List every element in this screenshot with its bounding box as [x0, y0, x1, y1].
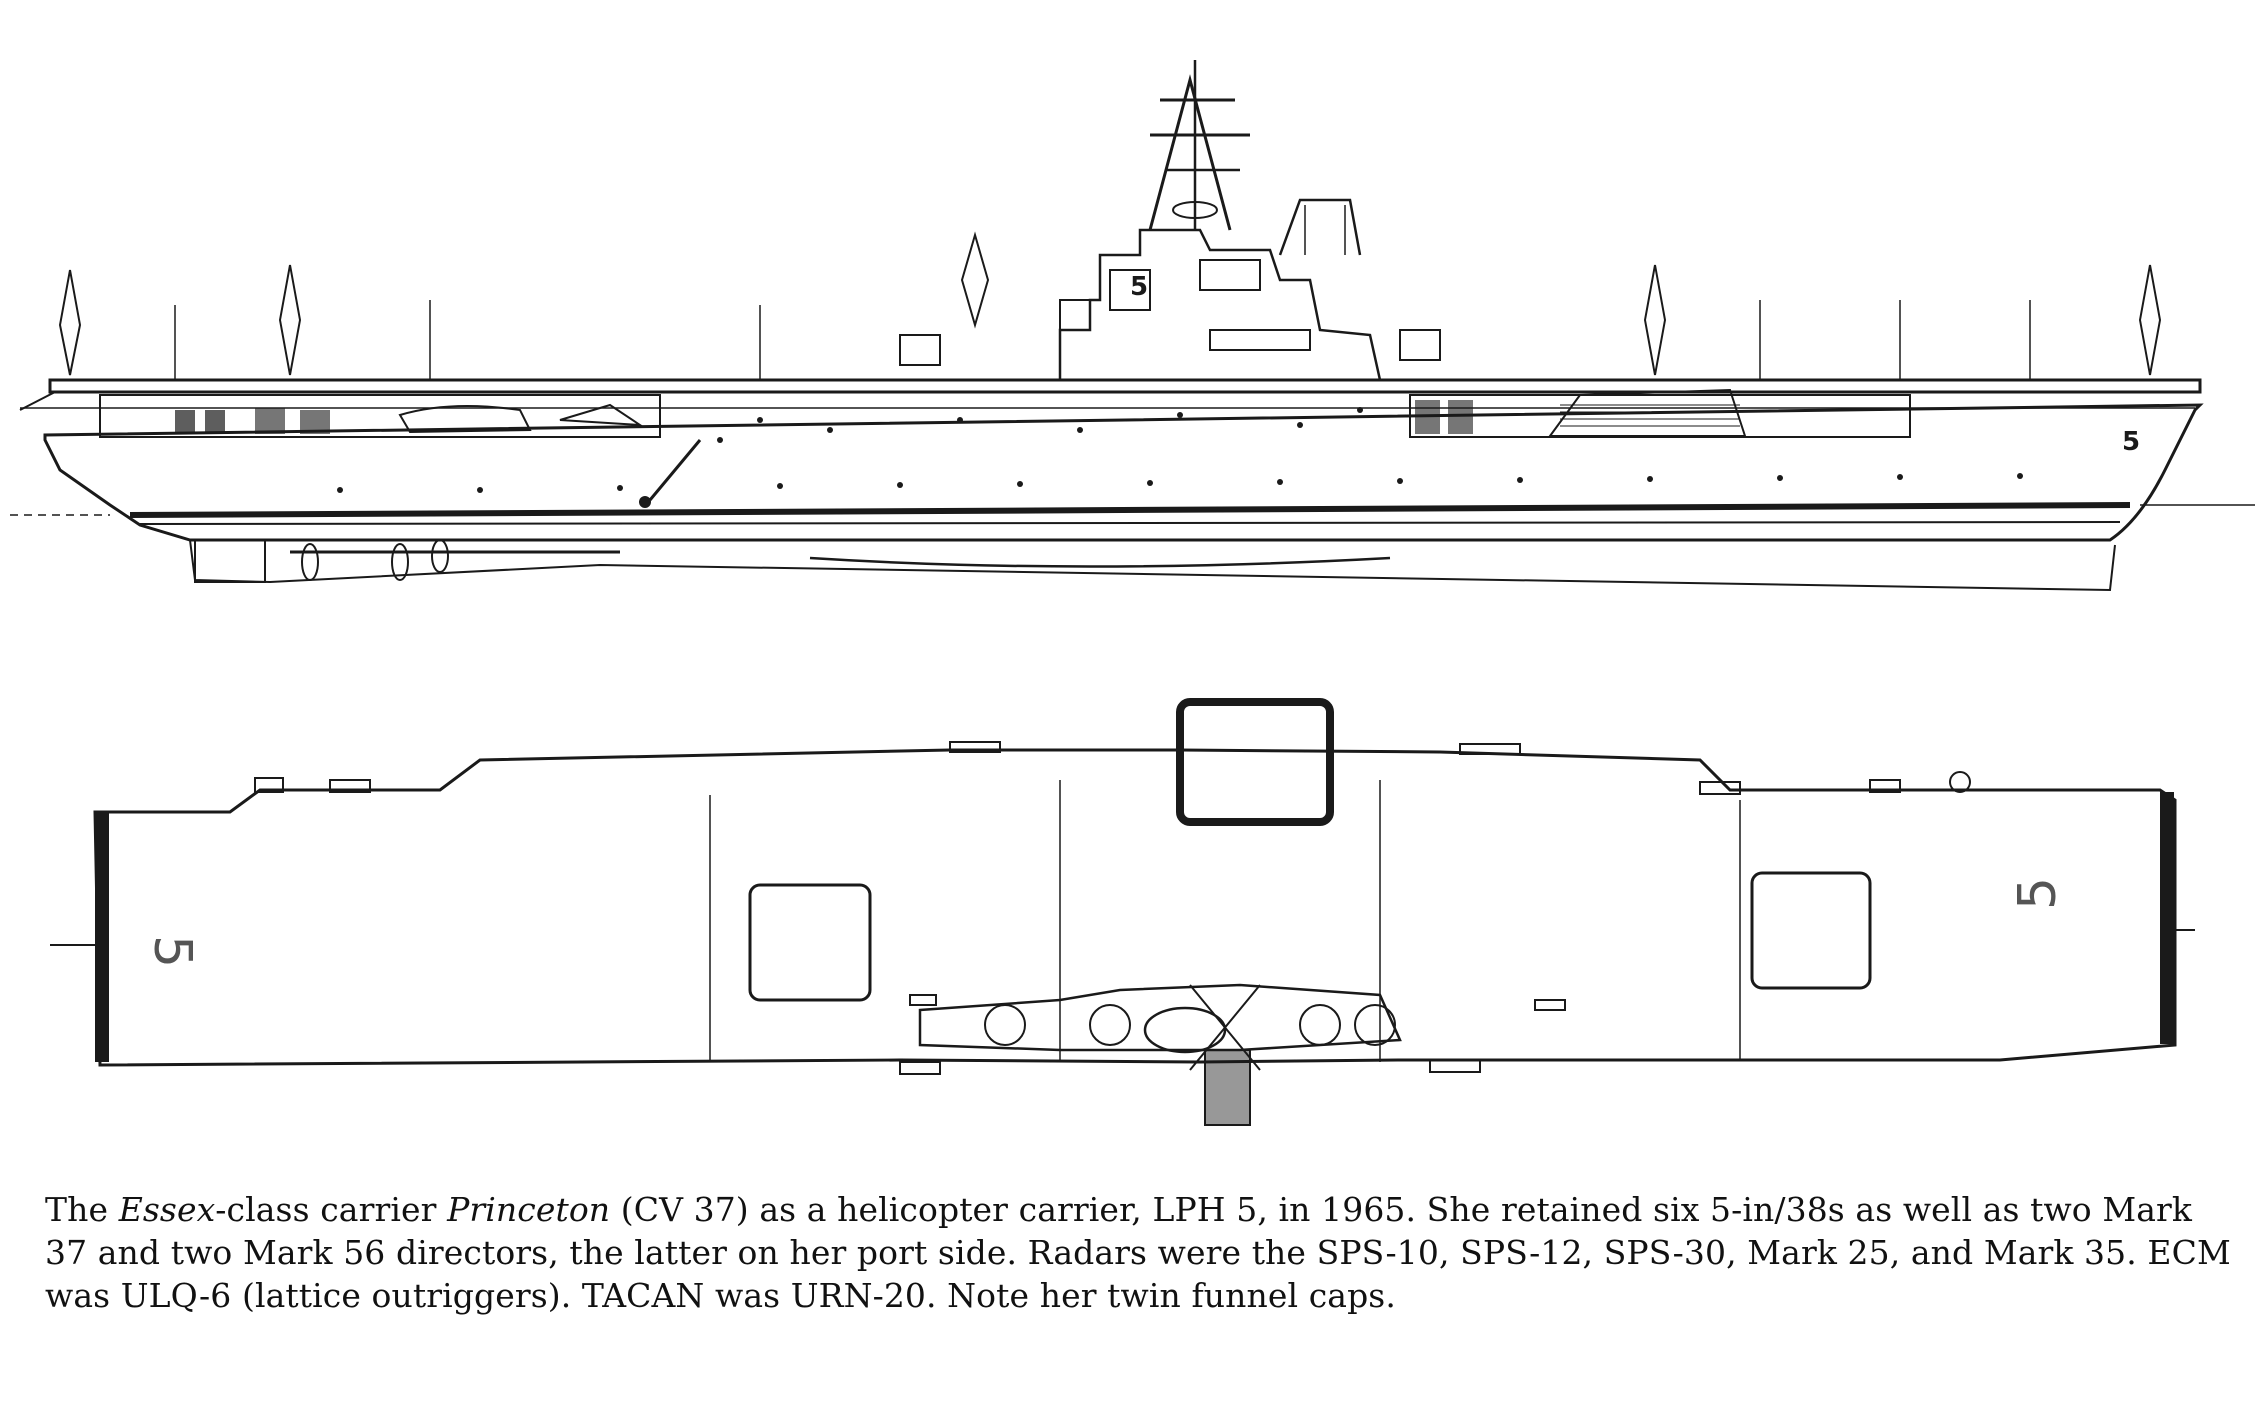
gun-mount-aft [1399, 329, 1441, 361]
profile-view: 5 5 [10, 60, 2255, 592]
bow-hull-number: 5 [2122, 427, 2140, 457]
caption-text-3: (CV 37) as a helicopter carrier, LPH 5, … [45, 1190, 2231, 1315]
ecm-lattice-outriggers [58, 231, 2162, 376]
hull-outline [43, 403, 2204, 542]
funnel [1278, 198, 1362, 256]
waterline-stripe [139, 521, 2121, 525]
flight-deck-outline [93, 748, 2177, 1067]
propeller-2 [391, 543, 409, 581]
elevator-fwd [1750, 871, 1872, 990]
caption-text-1: The [45, 1190, 119, 1229]
radar-dish [1172, 201, 1218, 219]
island-hull-number: 5 [1130, 272, 1148, 302]
caption-text-2: -class carrier [215, 1190, 448, 1229]
gun-sponsons [254, 741, 1971, 1075]
propeller-3 [431, 539, 449, 573]
tripod-mast [1148, 74, 1232, 231]
ship-drawing: 5 5 [10, 60, 2255, 1126]
deck-number-bow: 5 [2008, 877, 2068, 910]
deck-edge-elevator [1176, 698, 1334, 826]
island-superstructure: 5 [899, 60, 1441, 381]
propeller-1 [301, 543, 319, 581]
deck-marking-2 [1534, 999, 1566, 1011]
antenna-whips [174, 300, 2031, 380]
deck-seams [709, 780, 1741, 1062]
island-plan [918, 983, 1402, 1126]
caption-ship-name: Princeton [447, 1190, 611, 1229]
stern-edge [95, 812, 109, 1062]
figure-caption: The Essex-class carrier Princeton (CV 37… [45, 1188, 2235, 1317]
bilge-keel [809, 556, 1391, 568]
deck-number-stern: 5 [142, 935, 202, 968]
deck-marking-1 [909, 994, 937, 1006]
boat-crane [648, 439, 702, 501]
flight-deck [48, 378, 2202, 394]
elevator-aft [748, 883, 872, 1002]
gun-mount-fwd [899, 334, 941, 366]
portholes [337, 407, 2023, 493]
bow-edge [2160, 792, 2174, 1044]
boot-topping [129, 502, 2131, 518]
caption-class-name: Essex [118, 1190, 216, 1229]
stern-overhang [19, 391, 56, 411]
rudder [194, 539, 266, 583]
plan-view: 5 5 [50, 698, 2195, 1126]
hangar-openings [99, 388, 1911, 438]
crane-base [639, 496, 651, 508]
